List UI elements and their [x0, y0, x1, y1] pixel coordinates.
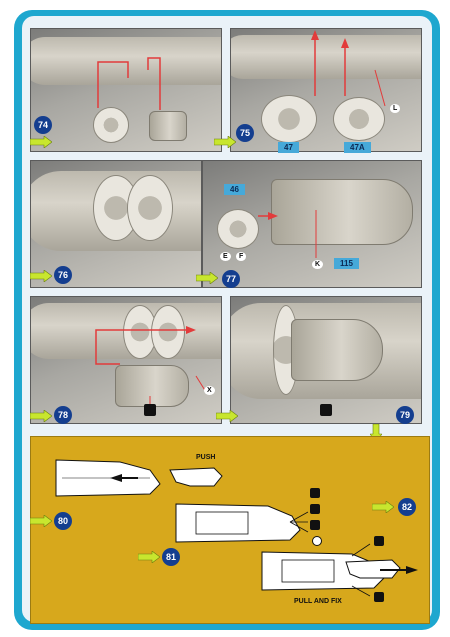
step-number: 75 — [236, 124, 254, 142]
nozzle-part — [291, 319, 383, 381]
nozzle-part — [271, 179, 413, 245]
green-arrow-icon — [30, 410, 52, 422]
cylinder-part — [149, 111, 187, 141]
photo-step-78 — [30, 296, 222, 424]
letter-l-badge: L — [390, 104, 401, 113]
ring-part — [127, 175, 173, 241]
green-arrow-icon — [30, 136, 52, 148]
step-number: 76 — [54, 266, 72, 284]
photo-step-76 — [30, 160, 202, 288]
ring-part — [333, 97, 385, 141]
ring-part — [261, 95, 317, 143]
ring-part — [93, 107, 129, 143]
letter-k-badge: K — [312, 260, 324, 269]
glue-icon — [374, 592, 384, 602]
step-number: 80 — [54, 512, 72, 530]
green-arrow-icon — [30, 515, 52, 527]
tool-icon — [312, 536, 322, 546]
paint-icon — [310, 520, 320, 530]
green-arrow-icon — [138, 551, 160, 563]
glue-icon — [310, 504, 320, 514]
green-arrow-icon — [196, 272, 218, 284]
part-label: 47 — [278, 142, 299, 153]
push-label: PUSH — [196, 454, 216, 461]
part-label: 115 — [334, 258, 359, 269]
photo-step-74 — [30, 28, 222, 152]
letter-e-badge: E — [220, 252, 231, 261]
glue-icon — [374, 536, 384, 546]
step-number: 77 — [222, 270, 240, 288]
step-number: 74 — [34, 116, 52, 134]
glue-icon — [144, 404, 156, 416]
glue-icon — [310, 488, 320, 498]
photo-step-75 — [230, 28, 422, 152]
step-number: 81 — [162, 548, 180, 566]
step-number: 82 — [398, 498, 416, 516]
part-label: 46 — [224, 184, 245, 195]
cone-part — [217, 209, 259, 249]
fuselage-part — [31, 37, 221, 85]
green-arrow-icon — [30, 270, 52, 282]
letter-f-badge: F — [236, 252, 247, 261]
photo-step-79 — [230, 296, 422, 424]
pull-and-fix-label: PULL AND FIX — [294, 598, 342, 605]
green-arrow-icon — [372, 501, 394, 513]
step-number: 79 — [396, 406, 414, 424]
letter-x-badge: X — [204, 386, 215, 395]
glue-icon — [320, 404, 332, 416]
nozzle-part — [115, 365, 189, 407]
part-label: 47A — [344, 142, 371, 153]
photo-step-77 — [202, 160, 422, 288]
step-number: 78 — [54, 406, 72, 424]
ring-part — [151, 305, 185, 359]
fuselage-part — [231, 35, 421, 79]
green-arrow-icon — [216, 410, 238, 422]
green-arrow-icon — [214, 136, 236, 148]
